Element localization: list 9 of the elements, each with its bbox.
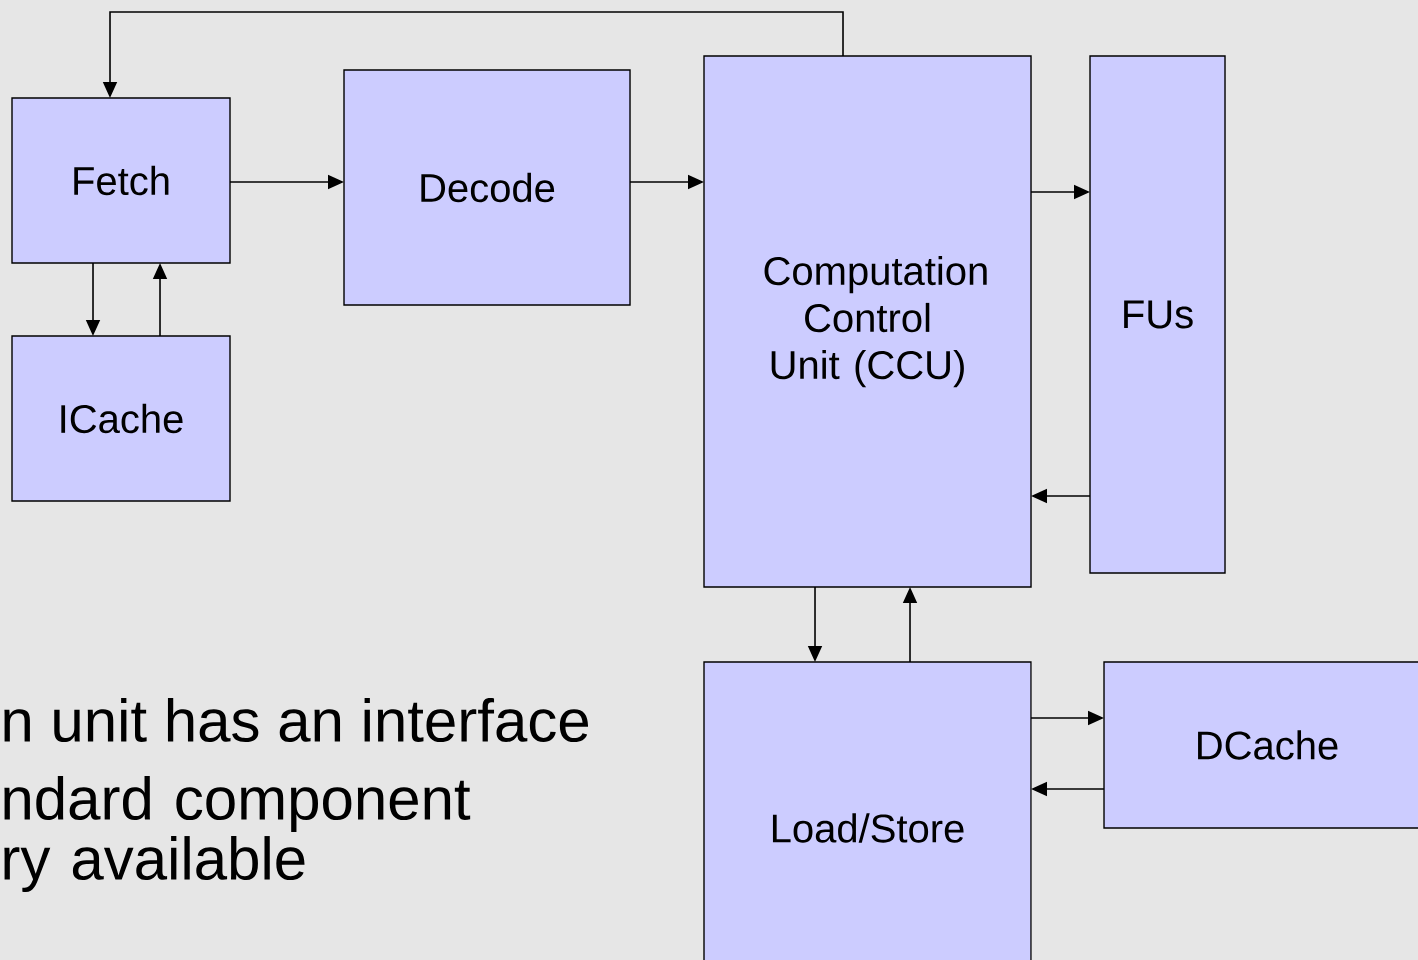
process-box: Fetch [11, 97, 231, 264]
cache-box: ICache [11, 335, 231, 502]
bullet-text: n unit has an interface [4, 698, 589, 743]
process-box: Computation Control Unit (CCU) [703, 55, 1032, 588]
process-box: Decode [343, 69, 631, 306]
bullet-text: ndard component ry available [4, 776, 471, 892]
process-box: Load/Store [703, 661, 1032, 960]
cache-box: DCache [1103, 661, 1418, 829]
process-box: FUs [1089, 55, 1226, 574]
